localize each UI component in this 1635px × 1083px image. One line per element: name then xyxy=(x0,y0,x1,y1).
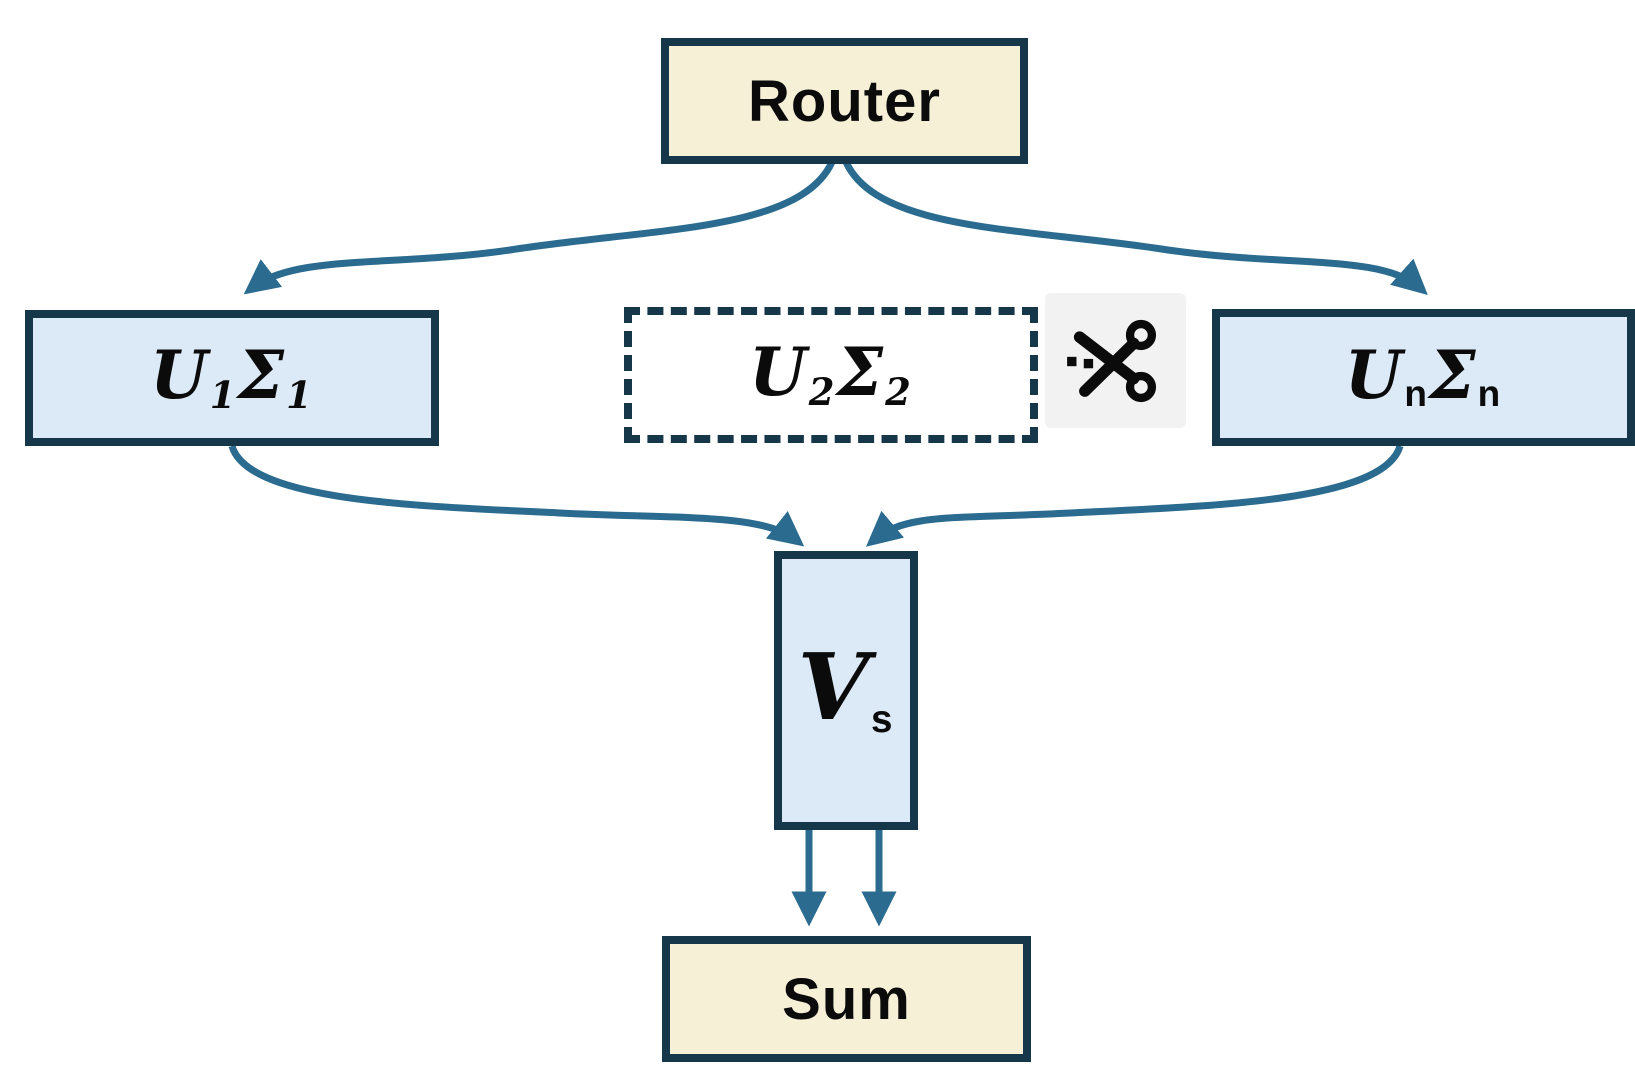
shared-v-label: Vs xyxy=(798,641,895,740)
sum-node: Sum xyxy=(662,936,1031,1062)
expert2-label: U2Σ2 xyxy=(749,339,913,411)
expert1-sigma-subscript: 1 xyxy=(286,373,312,418)
expert2-u-subscript: 2 xyxy=(808,370,835,415)
arrow-expertn-to-v xyxy=(865,444,1404,547)
expert1-sigma: Σ xyxy=(237,335,285,414)
expert1-label: U1Σ1 xyxy=(150,342,314,414)
expert1-node: U1Σ1 xyxy=(25,310,439,446)
expert-n-sigma: Σ xyxy=(1428,335,1476,414)
prune-indicator xyxy=(1045,293,1186,428)
shared-v-node: Vs xyxy=(774,551,918,830)
expert-n-sigma-subscript: n xyxy=(1477,373,1501,415)
arrow-expert1-to-v xyxy=(228,444,805,547)
expert-n-node: UnΣn xyxy=(1212,309,1635,446)
expert-n-label: UnΣn xyxy=(1345,342,1502,413)
expert1-u: U xyxy=(150,335,208,414)
expert-n-u-subscript: n xyxy=(1404,373,1427,415)
scissors-icon xyxy=(1066,319,1156,402)
arrow-router-to-expert1 xyxy=(243,160,836,295)
router-label: Router xyxy=(748,68,941,134)
shared-v-subscript: s xyxy=(870,698,893,742)
expert2-u: U xyxy=(749,332,807,411)
arrow-router-to-expertn xyxy=(842,160,1428,295)
expert1-u-subscript: 1 xyxy=(209,373,236,418)
shared-v-letter: V xyxy=(797,632,869,741)
expert-n-u: U xyxy=(1344,335,1403,414)
expert2-pruned-node: U2Σ2 xyxy=(624,307,1038,443)
expert2-sigma: Σ xyxy=(836,332,884,411)
sum-label: Sum xyxy=(782,966,911,1032)
expert2-sigma-subscript: 2 xyxy=(885,370,911,415)
router-node: Router xyxy=(661,38,1028,164)
